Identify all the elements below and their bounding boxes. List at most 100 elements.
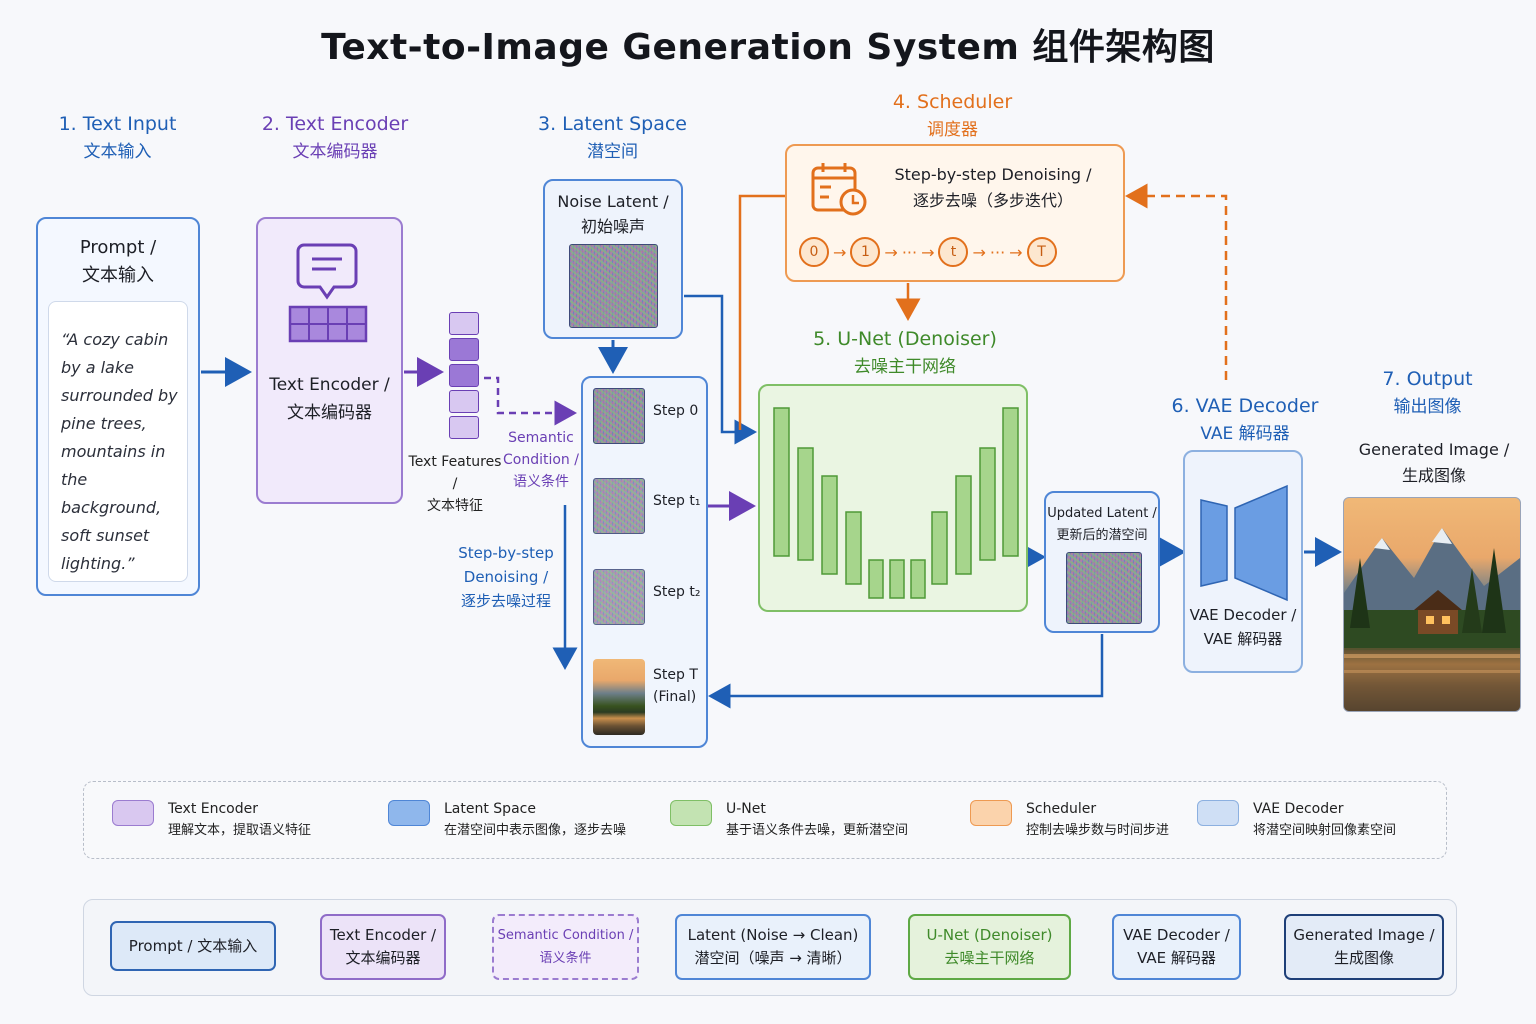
prompt-line: pine trees, xyxy=(61,414,147,433)
step-t2-label: Step t₂ xyxy=(653,584,701,600)
legend-swatch xyxy=(670,800,712,826)
pipeline-step-subtitle: 去噪主干网络 xyxy=(944,949,1035,967)
section-subtitle: 去噪主干网络 xyxy=(854,357,956,377)
prompt-line: mountains in xyxy=(61,442,166,461)
arrow-icon: → xyxy=(921,242,935,262)
section-title: 4. Scheduler xyxy=(892,91,1013,113)
pipeline-step: U-Net (Denoiser)去噪主干网络 xyxy=(908,914,1071,980)
pipeline-step-subtitle: 生成图像 xyxy=(1333,949,1394,967)
vae-decoder-panel: VAE Decoder / VAE 解码器 xyxy=(1183,450,1303,673)
legend-description: 将潜空间映射回像素空间 xyxy=(1253,823,1397,838)
arrow-noise-to-unet xyxy=(684,294,757,445)
timestep-node: 0 xyxy=(799,237,829,267)
ellipsis: ··· xyxy=(989,242,1006,262)
noise-latent-image xyxy=(569,244,658,328)
unet-architecture-graphic xyxy=(773,407,1019,599)
prompt-line: soft sunset xyxy=(61,526,150,545)
unet-panel xyxy=(758,384,1028,612)
section-subtitle: 潜空间 xyxy=(587,142,638,162)
section-subtitle: 调度器 xyxy=(927,120,978,140)
pipeline-summary-panel: Prompt / 文本输入 Text Encoder / 文本编码器 Semantic… xyxy=(83,899,1457,996)
ellipsis: ··· xyxy=(901,242,918,262)
section-text-input: 1. Text Input 文本输入 xyxy=(30,110,205,166)
section-title: 3. Latent Space xyxy=(538,113,687,135)
legend-swatch xyxy=(388,800,430,826)
noise-latent-label: Noise Latent / 初始噪声 xyxy=(557,192,669,236)
timestep-node: 1 xyxy=(850,237,881,267)
page-title: Text-to-Image Generation System 组件架构图 xyxy=(321,27,1215,68)
legend-name: Scheduler xyxy=(1026,801,1097,817)
legend-name: Text Encoder xyxy=(168,801,259,817)
section-subtitle: VAE 解码器 xyxy=(1200,424,1290,444)
arrow-feedback-to-scheduler xyxy=(1125,183,1228,380)
updated-latent-panel: Updated Latent / 更新后的潜空间 xyxy=(1044,491,1160,633)
section-subtitle: 文本输入 xyxy=(83,142,152,162)
calendar-clock-icon xyxy=(811,163,867,216)
section-text-encoder: 2. Text Encoder 文本编码器 xyxy=(245,110,425,166)
section-latent-space: 3. Latent Space 潜空间 xyxy=(525,110,700,166)
arrow-loop-back xyxy=(708,634,1104,709)
legend-description: 理解文本，提取语义特征 xyxy=(168,823,312,838)
step-t2-image xyxy=(593,569,645,625)
legend-name: VAE Decoder xyxy=(1253,801,1344,817)
timestep-node: T xyxy=(1026,237,1057,267)
section-unet: 5. U-Net (Denoiser) 去噪主干网络 xyxy=(790,325,1020,381)
legend-entry: Latent Space 在潜空间中表示图像，逐步去噪 xyxy=(444,799,626,841)
stepwise-denoising-label: Step-by-step Denoising / 逐步去噪过程 xyxy=(458,544,554,610)
arrow-icon: → xyxy=(1009,242,1023,262)
section-title: 2. Text Encoder xyxy=(261,113,409,135)
updated-latent-image xyxy=(1066,552,1142,624)
encoder-chat-icon xyxy=(288,243,368,343)
pipeline-step-title: Latent (Noise → Clean) xyxy=(687,926,859,944)
pipeline-step: Semantic Condition / 语义条件 xyxy=(492,914,639,980)
section-title: 7. Output xyxy=(1382,368,1473,390)
pipeline-step-title: Generated Image / xyxy=(1293,926,1435,944)
cabin-scene-graphic xyxy=(1344,528,1520,711)
pipeline-step-subtitle: VAE 解码器 xyxy=(1137,949,1216,967)
pipeline-step-title: Text Encoder / xyxy=(329,926,437,944)
pipeline-step-subtitle: 语义条件 xyxy=(539,951,592,966)
section-output: 7. Output 输出图像 xyxy=(1355,365,1500,421)
timestep-sequence: 0→1→···→t→···→T xyxy=(799,236,1057,268)
legend-name: Latent Space xyxy=(444,801,536,817)
legend-description: 在潜空间中表示图像，逐步去噪 xyxy=(444,823,627,838)
step-final-image xyxy=(593,659,645,735)
noise-latent-panel: Noise Latent / 初始噪声 xyxy=(543,179,683,339)
output-label: Generated Image / 生成图像 xyxy=(1358,440,1510,485)
arrow-icon: → xyxy=(833,242,847,262)
text-features-label: Text Features / 文本特征 xyxy=(408,454,502,514)
pipeline-step: Latent (Noise → Clean) 潜空间（噪声 → 清晰） xyxy=(675,914,871,980)
pipeline-step-title: Semantic Condition / xyxy=(497,928,634,943)
pipeline-step-subtitle: 潜空间（噪声 → 清晰） xyxy=(694,949,852,967)
scheduler-panel: Step-by-step Denoising / 逐步去噪（多步迭代） 0→1→… xyxy=(785,144,1125,282)
pipeline-step: Prompt / 文本输入 xyxy=(110,921,276,971)
legend-panel: Text Encoder 理解文本，提取语义特征 Latent Space 在潜空间中… xyxy=(83,781,1447,859)
section-title: 5. U-Net (Denoiser) xyxy=(813,328,997,350)
encoder-label: Text Encoder / 文本编码器 xyxy=(269,375,390,423)
step-t1-label: Step t₁ xyxy=(653,493,701,509)
semantic-condition-label: Semantic Condition / 语义条件 xyxy=(503,430,579,490)
pipeline-step-title: VAE Decoder / xyxy=(1123,926,1230,944)
text-features-vector xyxy=(449,312,479,439)
arrow-features-to-condition xyxy=(484,376,577,426)
step-t1-image xyxy=(593,478,645,534)
legend-description: 基于语义条件去噪，更新潜空间 xyxy=(726,823,909,838)
prompt-title: Prompt / 文本输入 xyxy=(79,237,157,286)
prompt-line: by a lake xyxy=(61,358,134,377)
legend-entry: Text Encoder 理解文本，提取语义特征 xyxy=(168,799,311,841)
section-subtitle: 文本编码器 xyxy=(292,142,378,162)
text-encoder-panel: Text Encoder / 文本编码器 xyxy=(256,217,403,504)
vae-decoder-label: VAE Decoder / VAE 解码器 xyxy=(1189,606,1297,648)
section-scheduler: 4. Scheduler 调度器 xyxy=(860,88,1045,144)
arrow-icon: → xyxy=(884,242,898,262)
pipeline-step-subtitle: 文本编码器 xyxy=(345,949,421,967)
pipeline-step: Generated Image / 生成图像 xyxy=(1284,914,1444,980)
section-title: 6. VAE Decoder xyxy=(1171,395,1319,417)
section-subtitle: 输出图像 xyxy=(1393,397,1462,417)
legend-swatch xyxy=(970,800,1012,826)
